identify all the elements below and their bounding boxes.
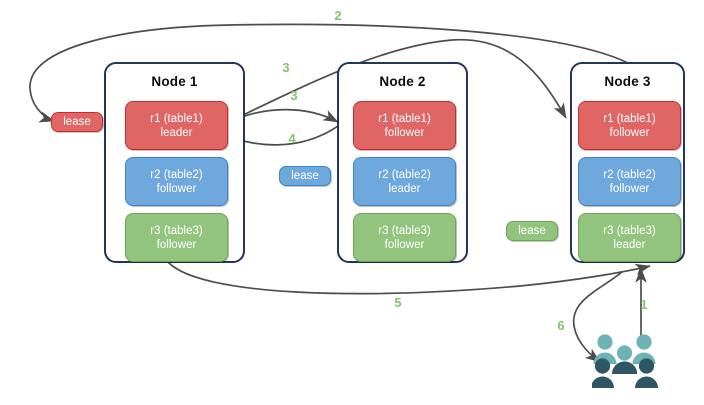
edge-label-6: 6 (557, 318, 565, 333)
replica-line1: r3 (table3) (378, 224, 431, 237)
edge-label-3-short: 3 (290, 88, 298, 103)
lease-label: lease (291, 170, 319, 182)
replica-n2-r2[interactable]: r2 (table2) leader (353, 157, 456, 206)
replica-n1-r3[interactable]: r3 (table3) follower (125, 213, 228, 262)
edge-label-2: 2 (334, 8, 342, 23)
node-title-node1: Node 1 (151, 74, 198, 89)
lease-chip-middle[interactable]: lease (279, 166, 331, 186)
replica-n1-r1[interactable]: r1 (table1) leader (125, 101, 228, 150)
replica-line1: r3 (table3) (150, 224, 203, 237)
node-title-node2: Node 2 (379, 74, 426, 89)
replica-line2: follower (609, 126, 650, 139)
replica-n2-r1[interactable]: r1 (table1) follower (353, 101, 456, 150)
lease-label: lease (63, 116, 91, 128)
replica-line1: r3 (table3) (603, 224, 656, 237)
replica-line2: leader (160, 126, 193, 139)
edge-label-4: 4 (288, 131, 296, 146)
replica-line2: follower (609, 182, 650, 195)
replica-line1: r2 (table2) (378, 168, 431, 181)
replica-line2: follower (384, 238, 425, 251)
edge-path-5 (167, 261, 651, 295)
replica-n3-r1[interactable]: r1 (table1) follower (578, 101, 681, 150)
users-icon (592, 334, 658, 388)
edge-label-5: 5 (394, 295, 402, 310)
edge-label-1: 1 (640, 297, 648, 312)
lease-label: lease (518, 225, 546, 237)
replica-line2: follower (156, 182, 197, 195)
edge-label-3-long: 3 (282, 60, 290, 75)
replica-line2: leader (388, 182, 421, 195)
node-box-node2[interactable]: Node 2 r1 (table1) follower r2 (table2) … (337, 62, 468, 263)
users-front-row (592, 358, 658, 388)
node-box-node3[interactable]: Node 3 r1 (table1) follower r2 (table2) … (570, 62, 685, 263)
replica-line1: r2 (table2) (603, 168, 656, 181)
replica-line2: follower (156, 238, 197, 251)
lease-chip-left[interactable]: lease (51, 112, 103, 132)
replica-line1: r1 (table1) (378, 112, 431, 125)
replica-line1: r1 (table1) (150, 112, 203, 125)
replica-n1-r2[interactable]: r2 (table2) follower (125, 157, 228, 206)
replica-n2-r3[interactable]: r3 (table3) follower (353, 213, 456, 262)
replica-n3-r3[interactable]: r3 (table3) leader (578, 213, 681, 262)
lease-chip-right[interactable]: lease (506, 221, 558, 241)
node-title-node3: Node 3 (604, 74, 651, 89)
replica-line1: r2 (table2) (150, 168, 203, 181)
replica-line2: follower (384, 126, 425, 139)
replica-line1: r1 (table1) (603, 112, 656, 125)
replica-line2: leader (613, 238, 646, 251)
replica-n3-r2[interactable]: r2 (table2) follower (578, 157, 681, 206)
node-box-node1[interactable]: Node 1 r1 (table1) leader r2 (table2) fo… (104, 62, 245, 263)
